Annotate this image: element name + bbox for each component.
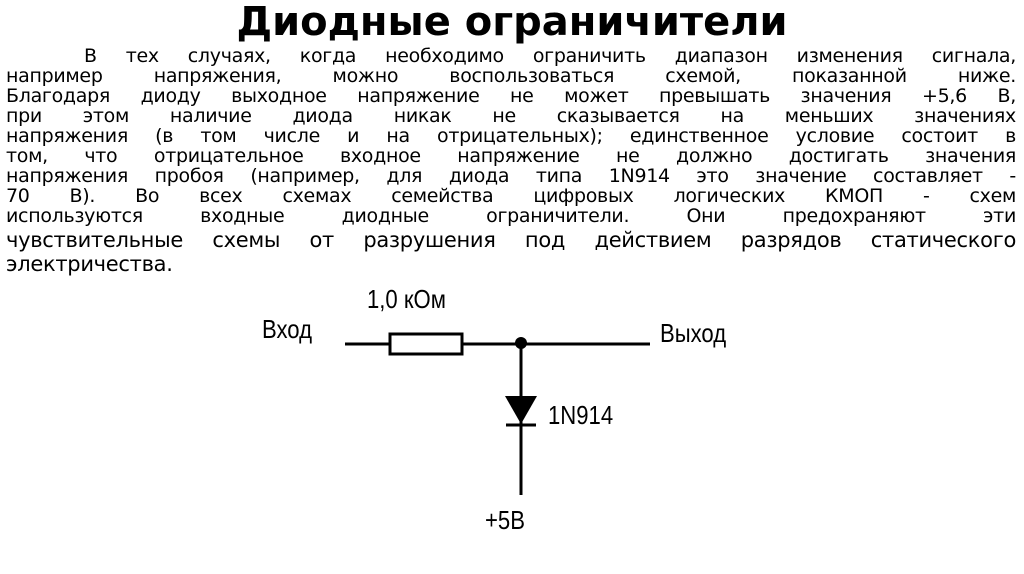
resistor-label: 1,0 кОм [367, 284, 446, 314]
text-line: 70 В). Во всех схемах семейства цифровых… [6, 186, 1016, 206]
slide-title: Диодные ограничители [236, 0, 788, 44]
text-line: напряжения пробоя (например, для диода т… [6, 166, 1016, 186]
output-label: Выход [660, 318, 727, 348]
diode-symbol [505, 396, 537, 424]
text-line: электричества. [6, 252, 173, 276]
supply-label: +5В [485, 505, 525, 535]
text-line: при этом наличие диода никак не сказывае… [6, 106, 1016, 126]
text-line: напряжения (в том числе и на отрицательн… [6, 126, 1016, 146]
text-line: используются входные диодные ограничител… [6, 206, 1016, 226]
text-line: В тех случаях, когда необходимо ограничи… [84, 46, 1016, 66]
text-line: например напряжения, можно воспользовать… [6, 66, 1016, 86]
junction-dot [515, 337, 527, 349]
resistor [388, 332, 464, 356]
text-line: Благодаря диоду выходное напряжение не м… [6, 86, 1016, 106]
text-line: чувствительные схемы от разрушения под д… [6, 228, 1016, 252]
diode-label: 1N914 [548, 400, 614, 430]
text-line: том, что отрицательное входное напряжени… [6, 146, 1016, 166]
input-label: Вход [262, 314, 313, 344]
